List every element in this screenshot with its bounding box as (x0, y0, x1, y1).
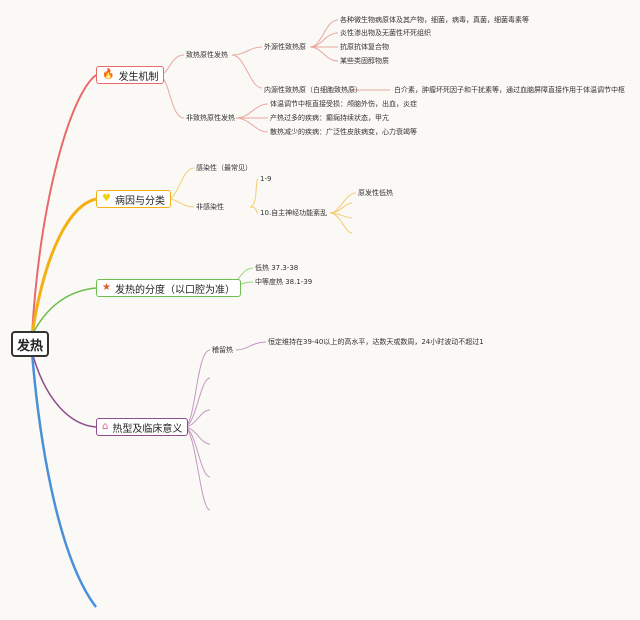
topic-infectious[interactable]: 感染性（最常见） (196, 164, 252, 172)
topic-non-infectious[interactable]: 非感染性 (196, 203, 224, 211)
topic-cytokines[interactable]: 白介素，肿瘤坏死因子和干扰素等，通过血脑屏障直接作用于体温调节中枢 (394, 86, 625, 94)
connector-branch-1 (31, 74, 97, 336)
branch-fever-type[interactable]: ⌂ 热型及临床意义 (96, 418, 189, 436)
connector-branch-4 (31, 351, 97, 428)
branch-label: 发热的分度（以口腔为准） (114, 284, 235, 296)
branch-label: 热型及临床意义 (112, 423, 183, 435)
branch-label: 病因与分类 (114, 195, 165, 207)
connector-branch-3 (31, 287, 97, 336)
connector-branch-2 (30, 197, 97, 336)
topic-non-pyrogenic-fever[interactable]: 非致热原性发热 (186, 114, 235, 122)
branch-cause-classification[interactable]: ♥ 病因与分类 (96, 190, 171, 208)
topic-center-damage[interactable]: 体温调节中枢直接受损：颅脑外伤，出血，炎症 (270, 100, 417, 108)
home-icon: ⌂ (102, 421, 109, 432)
topic-steroids[interactable]: 某些类固醇物质 (340, 57, 389, 65)
topic-immune-complex[interactable]: 抗原抗体复合物 (340, 43, 389, 51)
topic-autonomic-disorder[interactable]: 10.自主神经功能紊乱 (260, 209, 328, 217)
heart-icon: ♥ (102, 193, 111, 204)
flame-icon: 🔥 (102, 69, 115, 80)
topic-endogenous-pyrogen[interactable]: 内源性致热原（白细胞致热原） (264, 86, 362, 94)
topic-continuous-fever[interactable]: 稽留热 (212, 346, 233, 354)
connector-branch-5 (30, 351, 97, 608)
topic-moderate-fever[interactable]: 中等度热 38.1-39 (255, 278, 313, 286)
topic-continuous-fever-desc[interactable]: 恒定维持在39-40以上的高水平，达数天或数周，24小时波动不超过1 (268, 338, 484, 346)
root-topic[interactable]: 发热 (11, 331, 49, 357)
connectors-branch-4 (183, 341, 267, 511)
branch-mechanism[interactable]: 🔥 发生机制 (96, 66, 165, 84)
topic-1-9[interactable]: 1-9 (260, 175, 272, 183)
topic-pyrogenic-fever[interactable]: 致热原性发热 (186, 51, 228, 59)
topic-primary-low-fever[interactable]: 原发性低热 (358, 189, 393, 197)
branch-fever-grade[interactable]: ★ 发热的分度（以口腔为准） (96, 279, 241, 297)
topic-low-fever[interactable]: 低热 37.3-38 (255, 264, 299, 272)
topic-microbes[interactable]: 各种微生物病原体及其产物，细菌，病毒，真菌，细菌毒素等 (340, 16, 529, 24)
star-icon: ★ (102, 282, 111, 293)
topic-reduced-dissipation[interactable]: 散热减少的疾病：广泛性皮肤病变，心力衰竭等 (270, 128, 417, 136)
topic-exogenous-pyrogen[interactable]: 外源性致热原 (264, 43, 306, 51)
topic-excess-heat[interactable]: 产热过多的疾病：癫痫持续状态，甲亢 (270, 114, 389, 122)
branch-label: 发生机制 (118, 71, 159, 83)
topic-inflammatory-exudate[interactable]: 炎性渗出物及无菌性坏死组织 (340, 29, 431, 37)
